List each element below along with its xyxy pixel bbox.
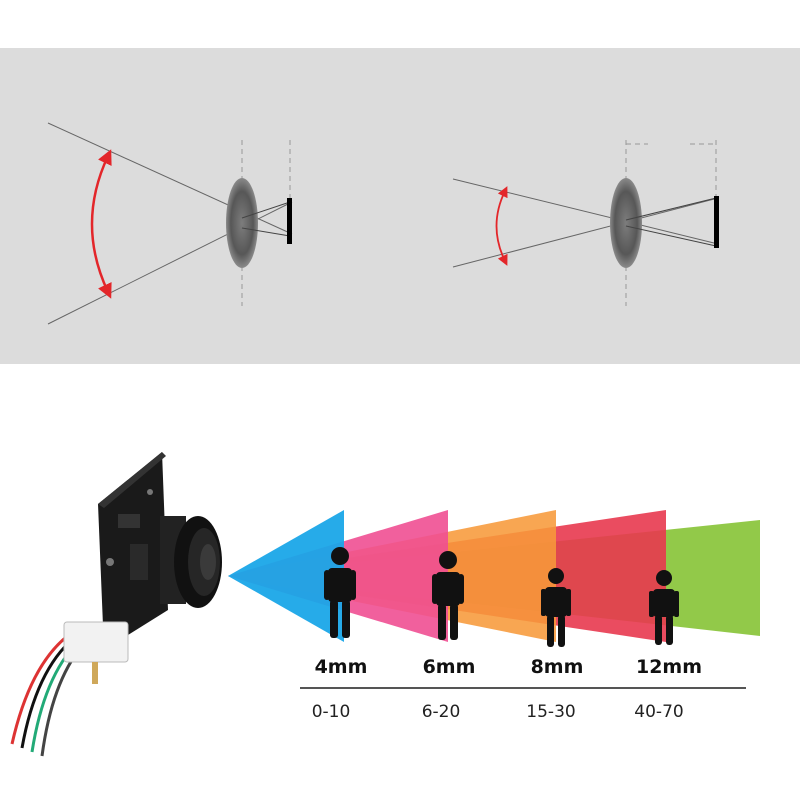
focal-label-4mm: 4mm <box>314 656 368 678</box>
range-label-12mm: 40-70 <box>634 702 684 722</box>
range-label-4mm: 0-10 <box>311 702 351 722</box>
narrow-upper-ray <box>452 178 719 245</box>
range-label-6mm: 6-20 <box>421 702 461 722</box>
beams <box>228 510 760 642</box>
wide-angle-diagram <box>47 122 293 325</box>
optics-diagram-panel <box>0 48 800 364</box>
focal-label-8mm: 8mm <box>530 656 584 678</box>
fov-arc-arrow-icon <box>90 149 112 299</box>
range-label-8mm: 15-30 <box>526 702 576 722</box>
focal-label-6mm: 6mm <box>422 656 476 678</box>
people <box>324 547 679 647</box>
sensor-bar-icon <box>714 196 719 248</box>
person-silhouette-icon <box>541 568 571 647</box>
person-silhouette-icon <box>432 551 464 640</box>
narrow-inner-ray-top <box>625 197 717 221</box>
lens-shape-icon <box>610 178 642 268</box>
lens-shape-icon <box>226 178 258 268</box>
person-silhouette-icon <box>324 547 356 638</box>
narrow-angle-diagram <box>452 140 719 306</box>
optics-diagram <box>47 122 719 325</box>
scale-divider <box>300 687 746 689</box>
fov-arc-arrow-icon <box>495 186 508 266</box>
person-silhouette-icon <box>649 570 679 645</box>
narrow-lower-ray <box>452 197 719 268</box>
beam-diagram <box>10 452 760 757</box>
camera-module-icon <box>63 452 222 684</box>
wide-inner-ray-bottom <box>241 227 291 237</box>
wide-inner-ray-top <box>241 201 291 219</box>
focal-length-comparison: 4mm 6mm 8mm 12mm 0-10 6-20 15-30 40-70 <box>0 364 800 800</box>
sensor-bar-icon <box>287 198 292 244</box>
narrow-inner-ray-bottom <box>625 225 717 247</box>
beam-4mm <box>228 510 344 642</box>
focal-label-12mm: 12mm <box>635 656 703 678</box>
